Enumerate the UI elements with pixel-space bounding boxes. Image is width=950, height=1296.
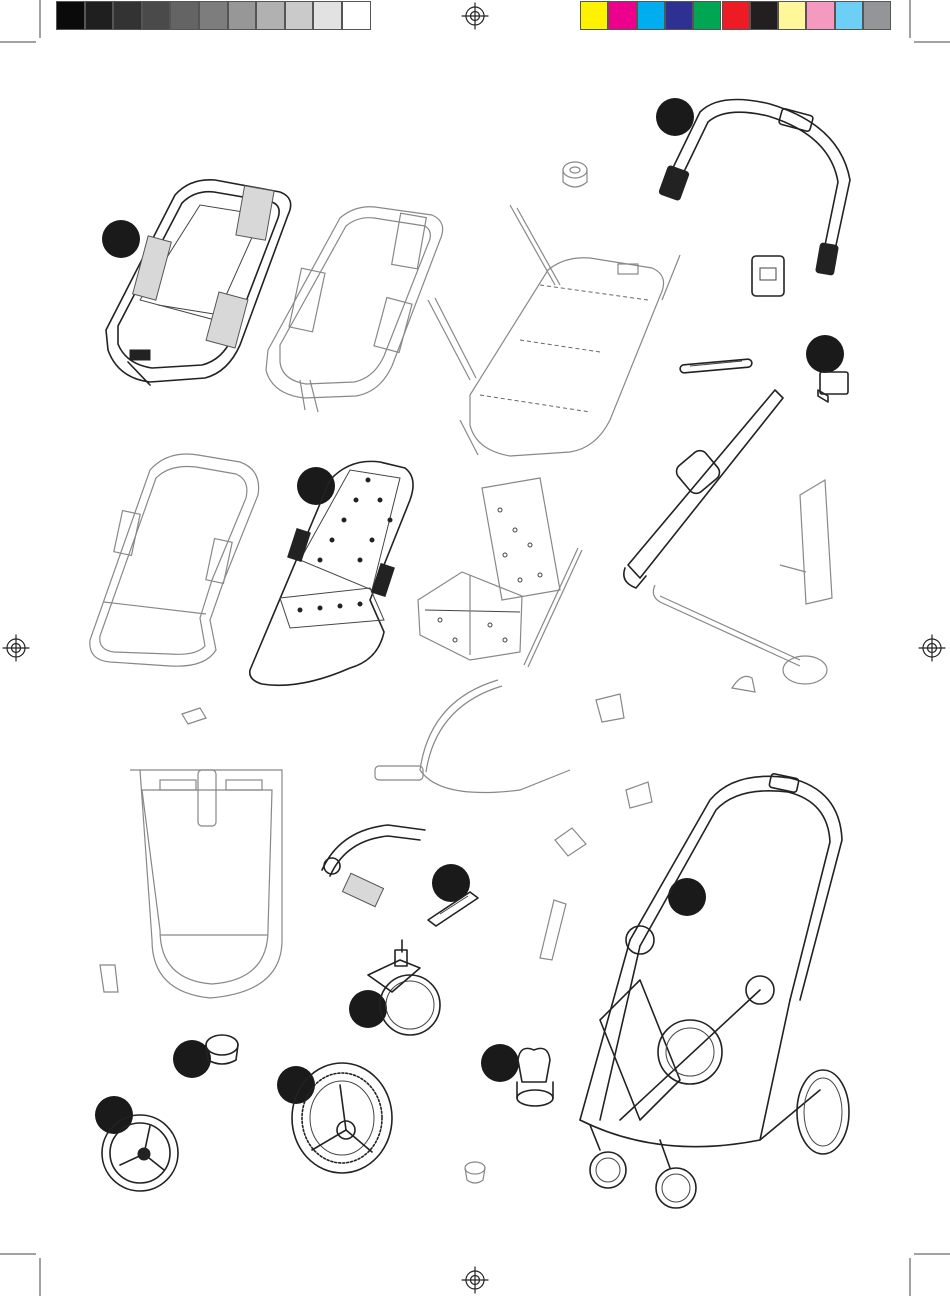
carrycot-assembled [106,180,291,385]
color-swatch [806,1,834,30]
cup-holder [517,1048,553,1106]
gray-swatch [170,1,199,30]
connector-part-c [182,708,206,724]
color-swatch [665,1,693,30]
peg-part [818,372,848,402]
gray-swatch [199,1,228,30]
registration-mark-right [919,635,945,661]
small-wheel [102,1115,178,1191]
color-swatch [863,1,891,30]
bumper-bar [375,680,570,793]
gray-swatch [142,1,171,30]
clip-part [428,892,478,926]
gray-swatch [228,1,257,30]
cross-bar [653,585,827,684]
registration-mark-bottom [462,1267,488,1293]
connector-part-b [626,782,652,808]
cap-part-bottom [465,1162,485,1183]
arch-handle [322,825,425,907]
knob-part [555,828,586,856]
cap-part-top [563,162,587,187]
gray-swatch [313,1,342,30]
gray-swatch [285,1,314,30]
carrycot-frame [266,207,443,412]
gray-swatch [342,1,371,30]
handlebar [659,100,850,276]
leg-assembly [624,390,783,588]
carrycot-base [428,205,680,456]
color-swatch [722,1,750,30]
leg-tube [780,480,832,604]
rear-wheel [292,1063,392,1173]
wheel-cap [206,1035,238,1064]
registration-mark-left [3,635,29,661]
color-swatch [750,1,778,30]
adapter-block [752,256,784,296]
registration-mark-top [462,3,488,29]
gray-swatch [113,1,142,30]
footrest-plate [130,770,282,998]
support-rod [524,548,582,667]
connector-strip [680,359,752,373]
brake-pedal-part [732,676,755,692]
stroller-chassis [580,773,849,1208]
gray-swatch [56,1,85,30]
seat-unit [250,461,413,685]
connector-part-a [596,694,624,722]
swivel-wheel [368,940,440,1035]
color-swatch [608,1,636,30]
small-clip-part [100,965,118,992]
gray-swatch [85,1,114,30]
color-swatch [835,1,863,30]
color-swatch [637,1,665,30]
color-swatch [693,1,721,30]
gray-swatch [256,1,285,30]
pin-part [540,900,566,960]
color-swatch [580,1,608,30]
seat-frame [90,454,259,666]
color-swatch [778,1,806,30]
